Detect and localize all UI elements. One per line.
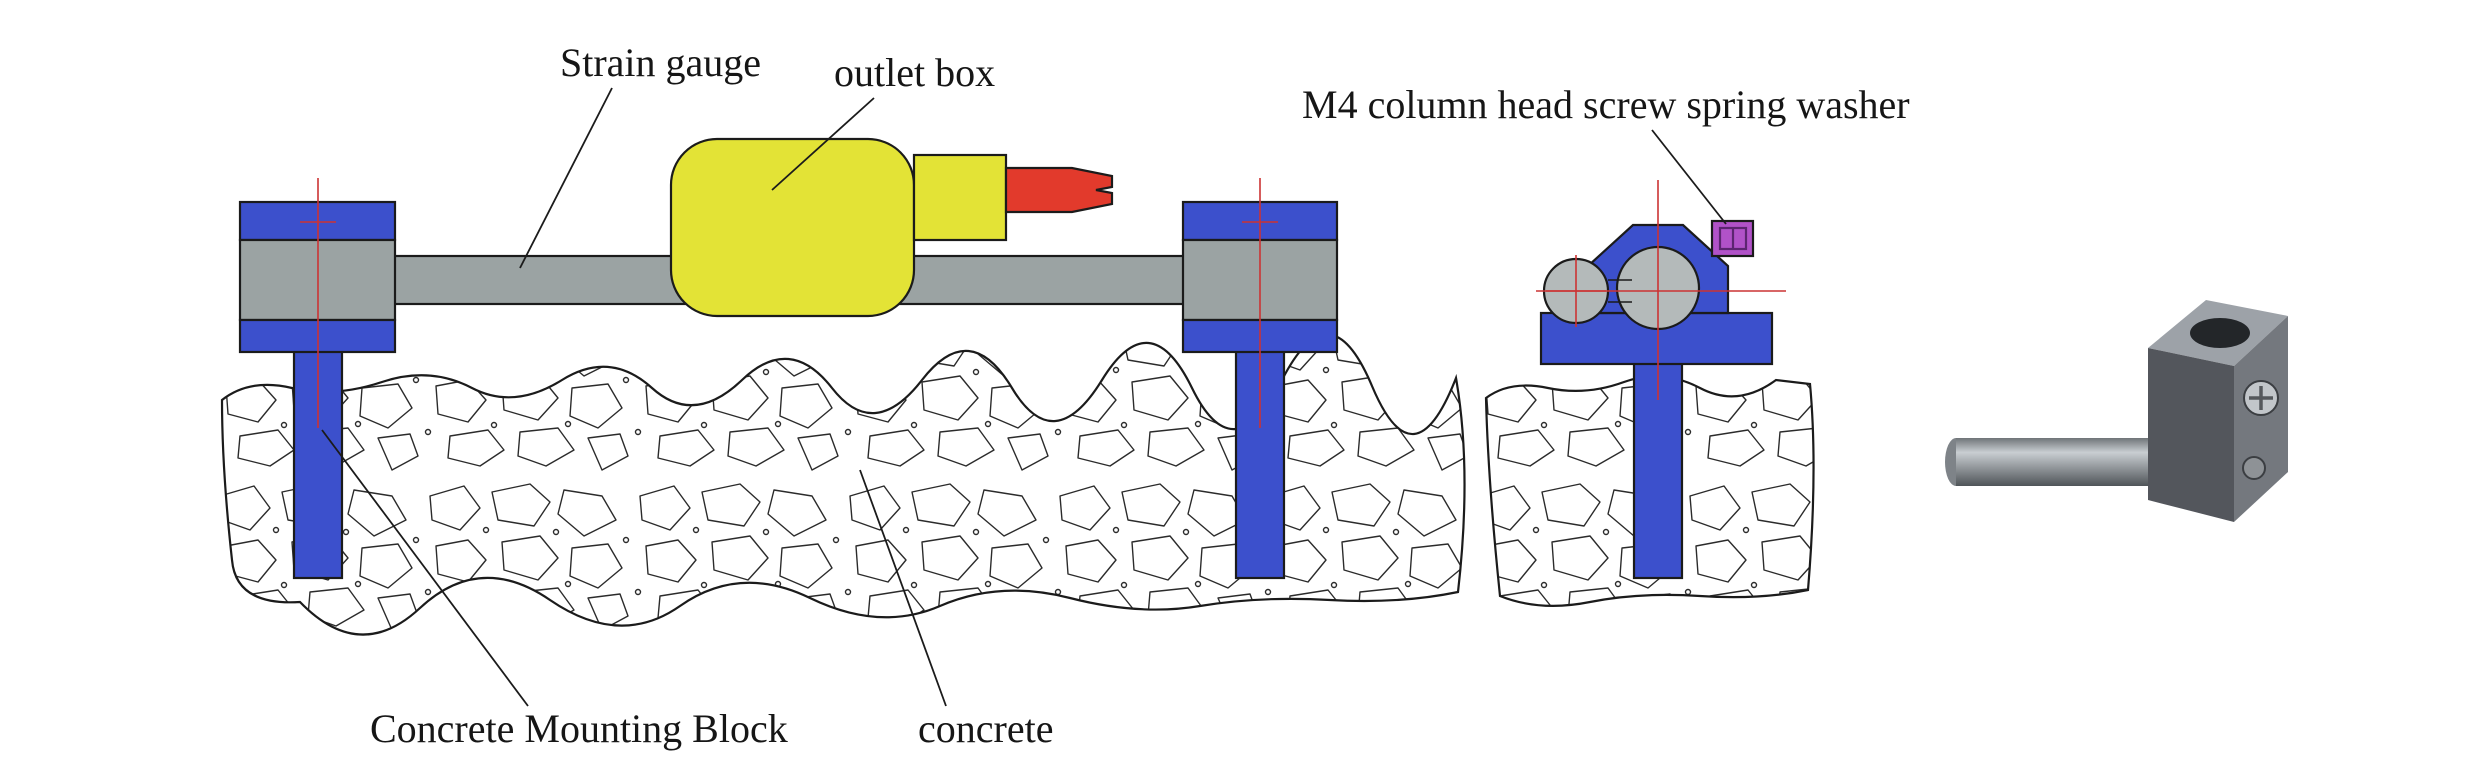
end-view <box>1484 180 1815 607</box>
spring-washer <box>1710 219 1755 258</box>
outlet-box <box>669 137 1114 318</box>
label-strain-gauge: Strain gauge <box>560 40 761 85</box>
clamp-lower-screw <box>2242 456 2266 480</box>
leader-strain-gauge <box>519 87 613 269</box>
pin-rod <box>1956 438 2161 486</box>
section-view <box>220 137 1466 636</box>
clamp-photo <box>1945 300 2288 522</box>
label-concrete-mounting-block: Concrete Mounting Block <box>370 706 788 751</box>
clamp-front-face <box>2148 348 2234 522</box>
labels: Strain gauge outlet box M4 column head s… <box>321 40 1910 751</box>
clamp-bore-hole <box>2190 318 2250 348</box>
label-concrete: concrete <box>918 706 1053 751</box>
outlet-box-neck <box>912 153 1008 242</box>
leader-m4-screw-washer <box>1651 129 1727 225</box>
outlet-box-body <box>669 137 916 318</box>
centerlines-section <box>300 178 1278 428</box>
centerlines-end <box>1536 180 1786 400</box>
concrete-region <box>220 333 1466 636</box>
cable-connector <box>1004 166 1114 214</box>
leader-outlet-box <box>771 97 875 191</box>
leader-concrete <box>859 469 947 707</box>
leader-concrete-mounting-block <box>321 429 529 707</box>
label-m4-screw-washer: M4 column head screw spring washer <box>1302 82 1910 127</box>
label-outlet-box: outlet box <box>834 50 995 95</box>
